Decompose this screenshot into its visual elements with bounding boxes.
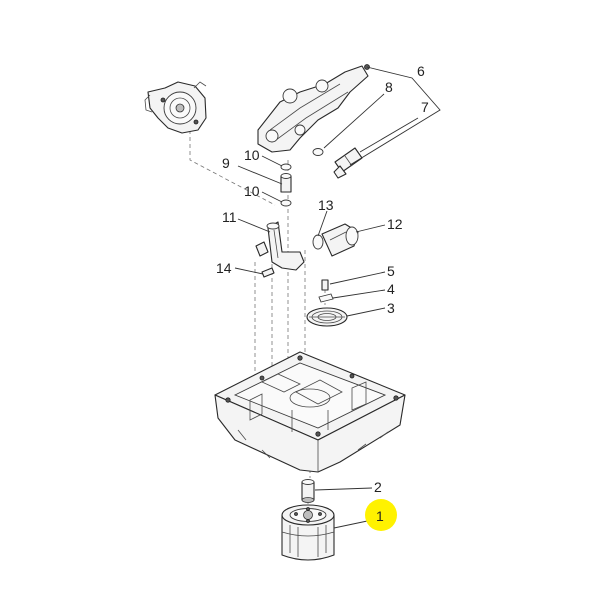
callout-label-6: 6 (417, 63, 425, 79)
callout-label-7: 7 (421, 99, 429, 115)
adapter-nipple-part-2 (301, 479, 315, 503)
pickup-tube-part-11 (255, 221, 305, 271)
callout-label-14: 14 (216, 260, 232, 276)
callout-label-4: 4 (387, 281, 395, 297)
strainer-part-12 (321, 223, 359, 257)
callout-label-12: 12 (387, 216, 403, 232)
callout-label-10-lower: 10 (244, 183, 260, 199)
callout-label-1: 1 (376, 508, 384, 524)
callout-label-13: 13 (318, 197, 334, 213)
bolt-part-14 (261, 267, 275, 278)
fitting-part-9 (280, 173, 292, 193)
callout-label-2: 2 (374, 479, 382, 495)
callout-label-8: 8 (385, 79, 393, 95)
callout-labels: 6 8 7 10 9 10 11 13 12 14 5 4 3 2 1 (216, 63, 429, 524)
screw-part-5 (321, 279, 329, 291)
callout-label-5: 5 (387, 263, 395, 279)
oil-filter-part-1 (281, 504, 335, 561)
leader-lines (234, 66, 441, 529)
callout-label-3: 3 (387, 300, 395, 316)
washer-part-10-upper (280, 163, 292, 171)
oil-pump-part (144, 81, 207, 134)
oil-pan-part (214, 351, 406, 473)
pump-housing-part-6 (257, 64, 370, 153)
mesh-filter-part-3 (306, 307, 348, 327)
callout-label-10-upper: 10 (244, 147, 260, 163)
callout-label-9: 9 (222, 155, 230, 171)
callout-1-highlight-marker (365, 499, 397, 531)
o-ring-part-8 (312, 148, 324, 156)
washer-part-10-lower (280, 199, 292, 207)
o-ring-part-13 (312, 234, 324, 250)
plate-part-4 (318, 293, 334, 303)
callout-label-11: 11 (222, 209, 237, 225)
valve-part-7 (333, 147, 363, 179)
